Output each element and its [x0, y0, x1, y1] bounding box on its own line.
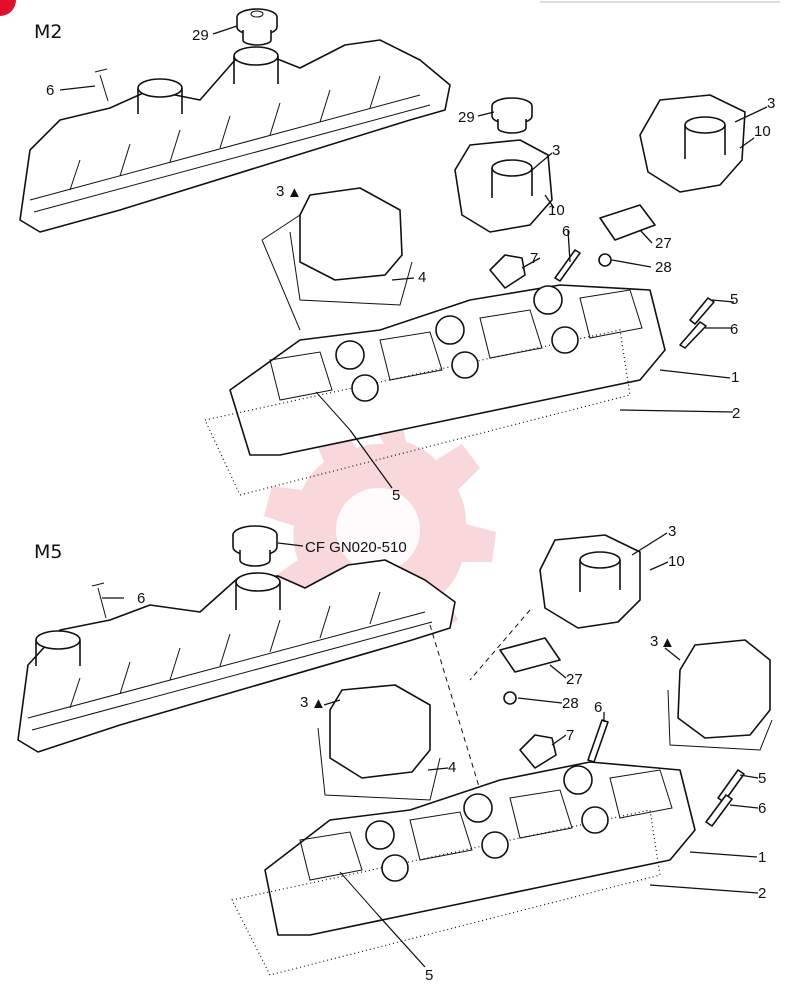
callout-10-middle: 10: [548, 202, 565, 219]
bolt-6-right: [679, 321, 707, 349]
callout-3a-marker-top: ▲: [287, 184, 302, 201]
bolt-6-top-m5: [587, 719, 609, 763]
callout-7-m5: 7: [566, 727, 574, 744]
cylinder-head-m2: [204, 284, 666, 496]
callout-3a-right-marker-m5: ▲: [660, 634, 675, 651]
callout-3-m5: 3: [668, 523, 676, 540]
callout-27-top: 27: [655, 235, 672, 252]
callout-5-bottom-top: 5: [392, 487, 400, 504]
callout-cf-m5: CF GN020-510: [305, 539, 407, 556]
bracket-27-m5: [499, 637, 561, 673]
section-title-m2: M2: [34, 21, 62, 43]
callout-3a-top: 3: [276, 183, 284, 200]
valve-cover-m2: [19, 39, 451, 233]
valve-cover-m5: [17, 559, 456, 753]
callout-10-m5: 10: [668, 553, 685, 570]
bolt-6-right-m5: [705, 794, 733, 827]
oil-filler-cap-second: [491, 97, 533, 134]
callout-6-top: 6: [46, 82, 54, 99]
breather-cover-3-m5: [539, 534, 641, 629]
callout-2-m5: 2: [758, 885, 766, 902]
section-title-m5: M5: [34, 541, 62, 563]
callout-29-second: 29: [458, 109, 475, 126]
breather-cover-3-right: [639, 94, 746, 193]
cylinder-head-m5: [231, 761, 696, 976]
callout-3-middle: 3: [552, 142, 560, 159]
corner-badge: [0, 0, 16, 16]
bracket-27: [599, 204, 656, 241]
callout-3a-left-marker-m5: ▲: [311, 695, 326, 712]
callout-5-right-m5: 5: [758, 770, 766, 787]
oil-filler-cap-top: [236, 8, 278, 46]
callout-27-m5: 27: [566, 671, 583, 688]
callout-3a-right-m5: 3: [650, 633, 658, 650]
callout-6-middle: 6: [562, 223, 570, 240]
callout-6-m5: 6: [137, 590, 145, 607]
callout-28-m5: 28: [562, 695, 579, 712]
callout-10-right: 10: [754, 123, 771, 140]
callout-2-top: 2: [732, 405, 740, 422]
callout-28-top: 28: [655, 259, 672, 276]
callout-7-top: 7: [530, 250, 538, 267]
callout-1-top: 1: [731, 369, 739, 386]
nut-28-m5: [503, 691, 517, 705]
oil-filler-cap-m5: [232, 525, 278, 567]
callout-29-top: 29: [192, 27, 209, 44]
breather-cover-3-middle: [454, 139, 553, 233]
bolt-5-right: [689, 297, 715, 325]
cylinder-cover-3a-right-m5: [667, 639, 773, 751]
nut-28: [598, 253, 612, 267]
gasket-7: [489, 254, 526, 289]
callout-4-top: 4: [418, 269, 426, 286]
callout-3-right: 3: [767, 95, 775, 112]
gasket-7-m5: [519, 734, 557, 769]
watermark-gear-hub: [336, 488, 420, 572]
callout-3a-left-m5: 3: [300, 694, 308, 711]
callout-1-m5: 1: [758, 849, 766, 866]
bolt-6-top: [554, 249, 581, 282]
callout-6-right-m5: 6: [758, 800, 766, 817]
callout-4-m5: 4: [448, 759, 456, 776]
callout-6-right-top: 6: [730, 321, 738, 338]
cylinder-cover-3a-left-m5: [317, 684, 441, 801]
callout-6-middle-m5: 6: [594, 699, 602, 716]
callout-5-right-top: 5: [730, 291, 738, 308]
cylinder-cover-3a: [289, 187, 413, 306]
callout-5-bottom-m5: 5: [425, 967, 433, 984]
